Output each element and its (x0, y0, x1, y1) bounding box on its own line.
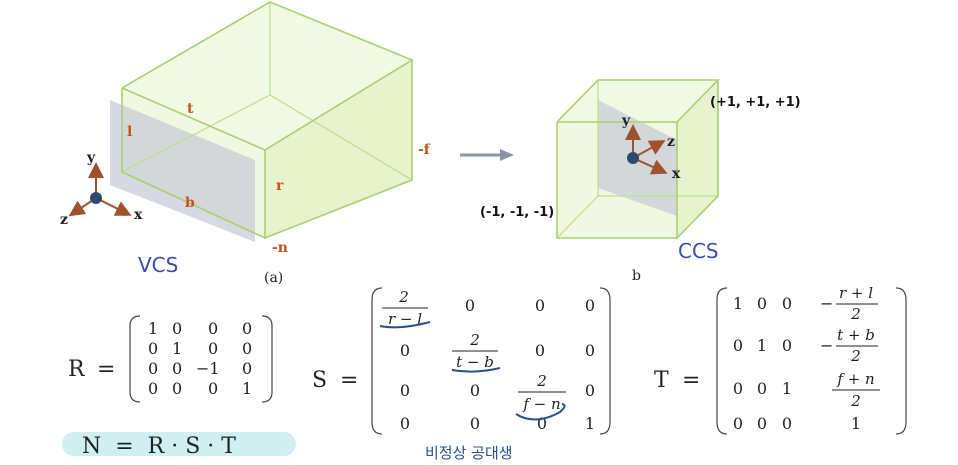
matrix-cell: 0 (242, 359, 252, 378)
vcs-label-l: l (127, 124, 132, 140)
matrix-cell: 0 (782, 294, 792, 313)
matrix-cell: 1 (148, 319, 158, 338)
ccs-axis-x: x (672, 166, 681, 182)
matrix-cell: 0 (400, 341, 410, 360)
matrix-cell: 0 (400, 414, 410, 433)
matrix-cell: 0 (757, 414, 767, 433)
formula-text: N = R · S · T (82, 434, 236, 459)
vcs-caption: (a) (264, 270, 283, 286)
matrix-r-cells: 1 0 0 0 0 1 0 0 0 0 −1 0 0 0 0 1 (148, 319, 252, 398)
matrix-cell: 0 (585, 381, 595, 400)
matrix-cell: 1 (242, 379, 252, 398)
transform-arrow (460, 149, 514, 161)
matrix-cell: 0 (535, 341, 545, 360)
vcs-label-t: t (187, 101, 194, 117)
matrix-cell: −1 (196, 359, 220, 378)
matrix-frac-num: r + l (839, 284, 873, 302)
ccs-axis-y: y (621, 113, 631, 129)
matrix-cell: 0 (733, 336, 743, 355)
matrix-cell: 0 (242, 339, 252, 358)
formula-highlight (62, 432, 296, 456)
matrix-cell: 0 (242, 319, 252, 338)
matrix-cell: 0 (757, 294, 767, 313)
matrix-cell: 0 (585, 296, 595, 315)
matrix-frac-num: t + b (837, 326, 875, 344)
matrix-cell: 1 (757, 336, 767, 355)
handwritten-note: 비정상 공대생 (425, 444, 513, 462)
matrix-t-equals: = (682, 368, 700, 393)
matrix-cell: 0 (208, 339, 218, 358)
matrix-frac-den: 2 (850, 347, 861, 365)
vcs-near-plane (110, 100, 255, 242)
matrix-frac-den: 2 (850, 392, 861, 410)
matrix-cell: 0 (172, 319, 182, 338)
matrix-cell: 0 (172, 359, 182, 378)
matrix-frac-num: f + n (836, 370, 874, 388)
vcs-axis-z: z (60, 212, 68, 228)
vcs-label-far: -f (418, 142, 431, 158)
ccs-axes (625, 124, 668, 175)
matrix-cell: 0 (782, 336, 792, 355)
matrix-t-name: T (654, 368, 669, 393)
matrix-cell: 0 (400, 381, 410, 400)
matrix-frac-num: 2 (398, 288, 409, 306)
matrix-frac-den: t − b (456, 353, 494, 371)
ccs-corner-max: (+1, +1, +1) (710, 95, 801, 110)
matrix-s-equals: = (340, 368, 358, 393)
matrix-cell: 1 (851, 414, 861, 433)
vcs-label-b: b (185, 195, 195, 211)
matrix-s-name: S (312, 368, 327, 393)
matrix-cell: 0 (172, 379, 182, 398)
matrix-cell: 0 (733, 414, 743, 433)
vcs-axes (68, 162, 132, 217)
handwritten-underlines (379, 321, 566, 421)
matrix-cell: 0 (470, 381, 480, 400)
matrix-r-equals: = (97, 357, 115, 382)
vcs-origin-icon (90, 192, 102, 204)
matrix-neg-sign: − (820, 336, 833, 355)
ccs-caption: b (632, 268, 641, 284)
matrix-cell: 0 (208, 379, 218, 398)
matrix-cell: 0 (465, 296, 475, 315)
vcs-label-near: -n (272, 240, 288, 256)
vcs-label-r: r (276, 178, 284, 194)
matrix-cell: 0 (148, 339, 158, 358)
matrix-cell: 0 (733, 379, 743, 398)
matrix-cell: 0 (585, 341, 595, 360)
matrix-cell: 1 (172, 339, 182, 358)
ccs-origin-icon (627, 152, 639, 164)
matrix-s: S = 2 r − l 0 0 0 0 2 t − b 0 0 0 0 2 f … (312, 287, 611, 435)
vcs-title: VCS (138, 253, 178, 277)
matrix-frac-num: 2 (469, 331, 480, 349)
matrix-cell: 1 (782, 379, 792, 398)
matrix-cell: 0 (782, 414, 792, 433)
vcs-axis-y: y (86, 150, 96, 166)
matrix-frac-den: 2 (850, 305, 861, 323)
matrix-cell: 0 (470, 414, 480, 433)
ccs-corner-min: (-1, -1, -1) (480, 205, 554, 220)
matrix-cell: 0 (537, 414, 547, 433)
matrix-cell: 1 (733, 294, 743, 313)
matrix-cell: 0 (148, 359, 158, 378)
matrix-cell: 0 (757, 379, 767, 398)
matrix-cell: 1 (585, 414, 595, 433)
matrix-neg-sign: − (820, 294, 833, 313)
matrix-frac-num: 2 (536, 372, 547, 390)
matrix-cell: 0 (148, 379, 158, 398)
matrix-frac-den: r − l (388, 310, 422, 328)
ccs-title: CCS (678, 239, 719, 263)
matrix-cell: 0 (535, 296, 545, 315)
matrix-r: R = 1 0 0 0 0 1 0 0 0 0 −1 0 0 0 0 1 (68, 315, 273, 403)
vcs-axis-x: x (134, 207, 143, 223)
matrix-frac-den: f − n (522, 395, 560, 413)
matrix-t: T = 1 0 0 − r + l 2 0 1 0 − t + b 2 0 0 … (654, 284, 907, 435)
ccs-axis-z: z (667, 134, 675, 150)
matrix-cell: 0 (208, 319, 218, 338)
matrix-r-name: R (68, 357, 86, 382)
vcs-view-volume (110, 1, 414, 242)
